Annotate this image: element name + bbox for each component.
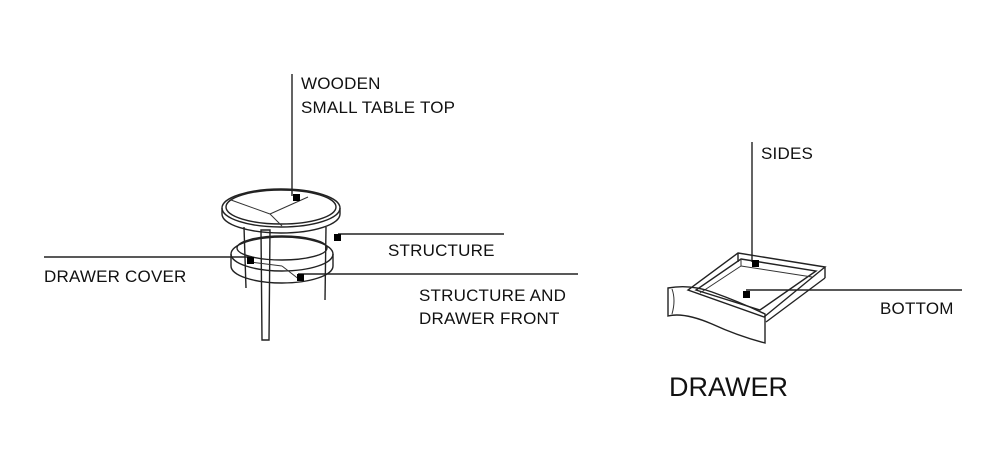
top-label-line2: SMALL TABLE TOP: [301, 98, 455, 117]
front-label-line1: STRUCTURE AND: [419, 286, 566, 305]
top-marker: [293, 194, 300, 201]
structure-marker: [334, 234, 341, 241]
front-label-line2: DRAWER FRONT: [419, 309, 560, 328]
drawer-title: DRAWER: [669, 372, 788, 402]
front-marker: [297, 274, 304, 281]
drawer-drawing: [667, 252, 827, 344]
drawer-cover-marker: [247, 257, 254, 264]
bottom-label: BOTTOM: [880, 299, 954, 318]
drawer-cover-label: DRAWER COVER: [44, 267, 187, 286]
side-table-drawing: [221, 188, 341, 341]
bottom-marker: [743, 291, 750, 298]
sides-marker: [752, 260, 759, 267]
top-label-line1: WOODEN: [301, 74, 381, 93]
sides-label: SIDES: [761, 144, 813, 163]
structure-label: STRUCTURE: [388, 241, 495, 260]
